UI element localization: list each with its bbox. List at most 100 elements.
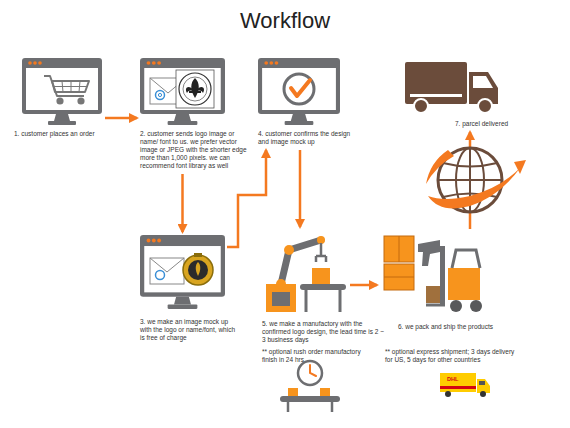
globe-icon [514, 160, 526, 174]
robot-arm-icon [300, 284, 346, 290]
rush-clock-icon [280, 361, 340, 412]
pack-ship-icon [384, 236, 482, 312]
check-icon [291, 80, 310, 96]
robot-arm-icon [276, 279, 286, 289]
delivery-truck-icon [410, 94, 462, 97]
cart-icon [53, 86, 87, 87]
cart-icon [44, 76, 89, 104]
check-icon [284, 74, 314, 104]
pack-ship-icon [384, 277, 414, 278]
delivery-truck-icon [478, 99, 492, 113]
cart-icon [52, 81, 89, 92]
pack-ship-icon [440, 246, 445, 306]
robot-arm-icon [272, 292, 290, 306]
flow-arrow [181, 174, 184, 232]
pack-ship-icon [450, 300, 462, 312]
delivery-truck-icon [473, 76, 493, 88]
email-logo-icon [189, 91, 201, 93]
step-node: 2. customer sends logo image or name/ fo… [140, 58, 225, 126]
pack-ship-icon [448, 268, 480, 300]
step-node: 7. parcel delivered [405, 58, 500, 116]
email-logo-icon [191, 78, 199, 98]
pack-ship-icon [452, 250, 480, 268]
express-truck-icon [480, 391, 486, 397]
mockup-icon [156, 271, 165, 280]
step-caption: 3. we make an image mock up with the log… [140, 318, 240, 342]
rush-clock-icon [288, 388, 298, 396]
flow-arrow [299, 150, 302, 227]
connector-group [105, 118, 470, 285]
email-logo-icon [176, 70, 214, 108]
globe-icon [428, 168, 520, 208]
email-logo-icon [150, 70, 214, 108]
pack-ship-icon [426, 304, 445, 307]
globe-icon [438, 179, 502, 181]
delivery-truck-icon [414, 99, 428, 113]
monitor-icon [140, 58, 225, 125]
rush-clock-icon [280, 396, 340, 402]
step-caption: 4. customer confirms the design and imag… [258, 130, 358, 146]
pack-ship-icon [399, 236, 400, 262]
robot-arm-icon [284, 245, 294, 255]
pack-ship-icon [418, 240, 440, 266]
step-caption: 1. customer places an order [14, 130, 114, 138]
robot-arm-icon [305, 290, 308, 312]
step-node: 5. we make a manufactory with the confir… [262, 230, 347, 315]
delivery-truck-icon [405, 62, 467, 104]
express-truck-icon [440, 386, 476, 389]
express-truck-icon [440, 373, 490, 397]
rush-clock-icon [310, 365, 316, 376]
globe-icon [426, 148, 526, 212]
rush-clock-icon [287, 402, 290, 412]
robot-arm-icon [317, 236, 325, 244]
robot-arm-icon [316, 243, 326, 262]
cart-icon [78, 98, 83, 103]
express-truck-icon [445, 391, 451, 397]
monitor-icon [140, 235, 225, 309]
email-logo-icon [156, 91, 165, 100]
step-caption: 6. we pack and ship the products [398, 323, 508, 331]
express-truck-icon [440, 373, 476, 392]
step-node: 4. customer confirms the design and imag… [258, 58, 340, 126]
monitor-icon [22, 58, 102, 125]
truck-brand: DHL [447, 375, 471, 383]
flow-arrow [227, 150, 266, 247]
flow-arrow [105, 117, 137, 120]
monitor-icon [22, 58, 340, 309]
globe-icon [426, 150, 454, 184]
mockup-icon [150, 258, 184, 284]
robot-arm-icon [339, 290, 342, 312]
email-logo-icon [183, 77, 207, 101]
step-caption: 2. customer sends logo image or name/ fo… [140, 130, 248, 170]
express-truck-icon [479, 381, 485, 385]
express-truck-icon [477, 379, 490, 393]
diagram-title: Workflow [0, 8, 570, 34]
step-node: 1. customer places an order [22, 58, 102, 126]
mockup-icon [194, 253, 202, 257]
rush-clock-icon [320, 388, 330, 396]
mockup-icon [150, 258, 184, 272]
robot-arm-icon [266, 236, 346, 312]
pack-ship-icon [426, 286, 440, 303]
mockup-icon [188, 260, 208, 280]
pack-ship-icon [384, 236, 414, 262]
mockup-icon [183, 255, 213, 285]
robot-arm-icon [312, 268, 330, 284]
option-note: ** optional express shipment; 3 days del… [385, 348, 515, 364]
step-caption: 7. parcel delivered [455, 120, 515, 128]
step-caption: 5. we make a manufactory with the confir… [262, 320, 384, 344]
mockup-icon [150, 253, 213, 285]
rush-clock-icon [331, 402, 334, 412]
cart-icon [57, 98, 62, 103]
monitor-icon [258, 58, 340, 125]
rush-clock-icon [298, 361, 322, 385]
step-node: 6. we pack and ship the products [380, 232, 498, 318]
option-note: ** optional rush order manufactory finis… [262, 348, 362, 364]
flow-arrow [350, 284, 377, 287]
step-node: 3. we make an image mock up with the log… [140, 235, 225, 310]
email-logo-icon [179, 73, 211, 105]
mockup-icon [196, 262, 201, 276]
delivery-truck-icon [405, 62, 498, 113]
